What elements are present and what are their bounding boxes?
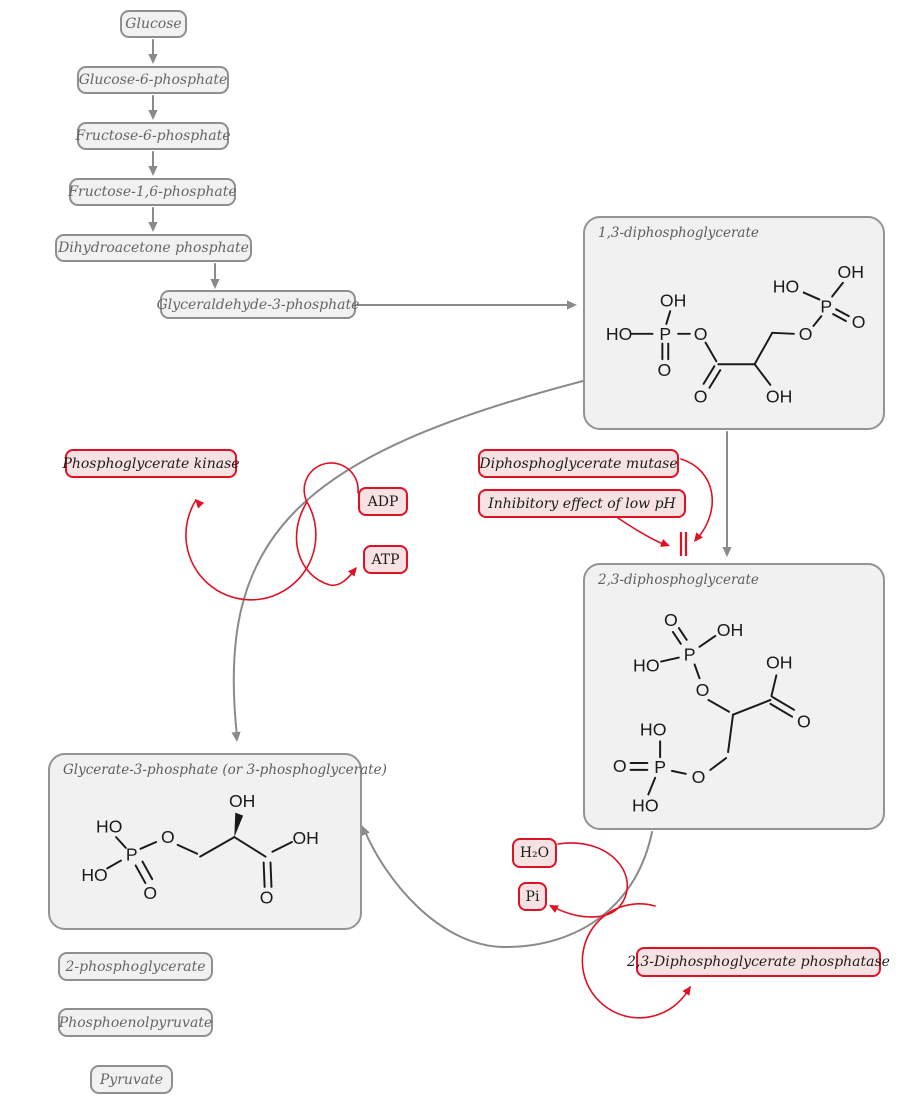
metabolite-h2o: H₂O	[512, 838, 557, 868]
loop-atp-out	[295, 501, 357, 587]
node-fructose-6-phosphate: Fructose-6-phosphate	[75, 122, 231, 150]
arrow-13dpg-to-glycerate3p	[231, 380, 584, 742]
loop-adp-in	[303, 462, 359, 503]
atom-label: O	[664, 610, 678, 630]
atom-label: O	[692, 767, 706, 787]
enzyme-diphosphoglycerate-mutase-label: Diphosphoglycerate mutase	[479, 455, 678, 472]
inhibition-bars	[679, 532, 688, 556]
atom-label: O	[657, 360, 671, 380]
metabolite-pi: Pi	[518, 882, 547, 911]
atom-label: OH	[838, 262, 864, 282]
atom-label: P	[126, 845, 138, 865]
enzyme-2-3-diphosphoglycerate-phosphatase-label: 2,3-Diphosphoglycerate phosphatase	[627, 954, 890, 970]
atom-label: OH	[766, 653, 793, 673]
atom-label: P	[654, 757, 666, 777]
arrow-23dpg-to-glycerate3p	[361, 825, 653, 949]
node-2-phosphoglycerate-label: 2-phosphoglycerate	[65, 958, 206, 975]
atom-label: O	[696, 680, 710, 700]
loop-phosphoglycerate-kinase	[185, 499, 317, 601]
enzyme-diphosphoglycerate-mutase: Diphosphoglycerate mutase	[478, 449, 679, 478]
loop-phosphatase	[581, 903, 691, 1019]
compound-glycerate-3-phosphate-label: Glycerate-3-phosphate (or 3-phosphoglyce…	[63, 762, 387, 778]
node-pyruvate-label: Pyruvate	[99, 1071, 164, 1088]
note-inhibitory-effect-of-low-ph: Inhibitory effect of low pH	[478, 489, 686, 518]
atom-label: HO	[81, 865, 107, 885]
node-glucose-label: Glucose	[125, 16, 182, 32]
atom-label: O	[613, 756, 627, 776]
atom-label: HO	[633, 655, 660, 675]
arrow-dhap-to-ga3p	[210, 263, 220, 289]
node-fructose-6-phosphate-label: Fructose-6-phosphate	[75, 128, 231, 144]
atom-label: O	[260, 888, 274, 908]
atom-label: O	[161, 827, 175, 847]
atom-label: O	[694, 324, 708, 344]
compound-glycerate-3-phosphate: Glycerate-3-phosphate (or 3-phosphoglyce…	[48, 753, 387, 930]
arrow-g6p-to-f6p	[148, 95, 158, 120]
node-glyceraldehyde-3-phosphate: Glyceraldehyde-3-phosphate	[157, 290, 359, 319]
enzyme-phosphoglycerate-kinase: Phosphoglycerate kinase	[62, 449, 240, 478]
metabolite-adp: ADP	[358, 487, 408, 516]
atom-label: OH	[717, 620, 744, 640]
node-2-phosphoglycerate: 2-phosphoglycerate	[58, 952, 213, 981]
atom-label: OH	[660, 290, 686, 310]
node-fructose-1-6-phosphate-label: Fructose-1,6-phosphate	[68, 184, 237, 200]
node-fructose-1-6-phosphate: Fructose-1,6-phosphate	[68, 178, 237, 206]
atom-label: O	[694, 387, 708, 407]
atom-label: P	[659, 324, 671, 344]
atom-label: HO	[640, 719, 667, 739]
node-phosphoenolpyruvate-label: Phosphoenolpyruvate	[58, 1014, 213, 1031]
atom-label: HO	[773, 277, 799, 297]
enzyme-phosphoglycerate-kinase-label: Phosphoglycerate kinase	[62, 455, 240, 472]
atom-label: P	[820, 296, 832, 316]
atom-label: HO	[606, 324, 632, 344]
arrow-ga3p-to-13dpg	[356, 300, 577, 310]
note-inhibitory-effect-of-low-ph-label: Inhibitory effect of low pH	[488, 495, 676, 512]
metabolite-atp-label: ATP	[371, 551, 400, 568]
atom-label: OH	[229, 791, 255, 811]
atom-label: HO	[632, 795, 659, 815]
arrow-mutase-inhibited	[680, 458, 713, 542]
enzyme-2-3-diphosphoglycerate-phosphatase: 2,3-Diphosphoglycerate phosphatase	[627, 947, 890, 977]
arrow-glucose-to-g6p	[148, 39, 158, 64]
node-dihydroacetone-phosphate-label: Dihydroacetone phosphate	[58, 240, 249, 256]
atom-label: O	[143, 883, 157, 903]
node-dihydroacetone-phosphate: Dihydroacetone phosphate	[55, 234, 252, 262]
atom-label: O	[852, 312, 866, 332]
metabolite-h2o-label: H₂O	[519, 845, 550, 861]
atom-label: OH	[292, 828, 318, 848]
loop-h2o-in-pi-out	[549, 842, 628, 918]
arrow-f16p-to-dhap	[148, 207, 158, 232]
node-glucose-6-phosphate: Glucose-6-phosphate	[77, 66, 229, 94]
metabolite-adp-label: ADP	[367, 493, 399, 510]
atom-label: HO	[96, 816, 122, 836]
node-glyceraldehyde-3-phosphate-label: Glyceraldehyde-3-phosphate	[156, 296, 360, 313]
node-glucose: Glucose	[120, 10, 187, 38]
metabolite-pi-label: Pi	[525, 888, 540, 905]
arrow-f6p-to-f16p	[148, 151, 158, 176]
node-pyruvate: Pyruvate	[90, 1065, 173, 1094]
atom-label: O	[797, 712, 811, 732]
compound-1-3-diphosphoglycerate-label: 1,3-diphosphoglycerate	[598, 225, 759, 241]
metabolite-atp: ATP	[363, 545, 408, 574]
compound-2-3-diphosphoglycerate-label: 2,3-diphosphoglycerate	[598, 572, 759, 588]
node-glucose-6-phosphate-label: Glucose-6-phosphate	[78, 72, 228, 88]
atom-label: P	[684, 645, 696, 665]
node-phosphoenolpyruvate: Phosphoenolpyruvate	[58, 1008, 213, 1037]
atom-label: OH	[766, 387, 792, 407]
atom-label: O	[799, 324, 813, 344]
arrow-low-ph-inhibits	[617, 517, 670, 547]
arrow-13dpg-to-23dpg	[722, 431, 732, 557]
